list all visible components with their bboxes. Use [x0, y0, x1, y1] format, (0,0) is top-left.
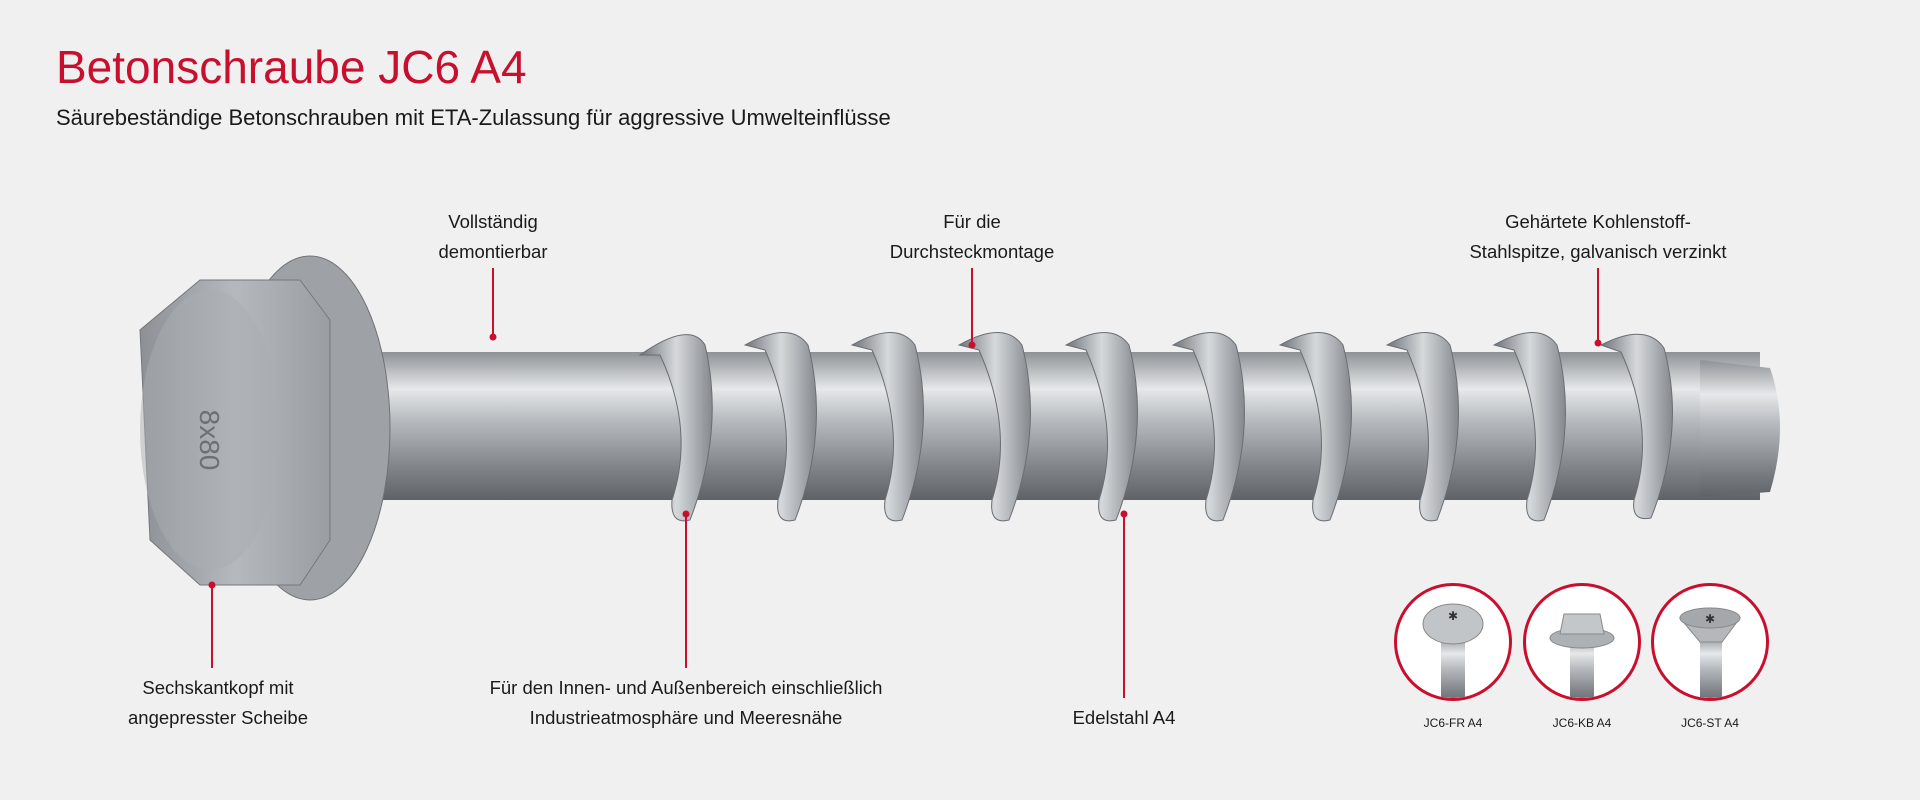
- variant-thumbnail-kb: [1523, 583, 1641, 701]
- callout-text: Gehärtete Kohlenstoff-: [1505, 211, 1691, 232]
- callout-dot: [1594, 339, 1602, 347]
- callout-line: [1597, 268, 1599, 344]
- callout-dot: [208, 581, 216, 589]
- variant-label: JC6-FR A4: [1423, 716, 1483, 730]
- callout-text: Für die: [943, 211, 1001, 232]
- callout-line: [971, 268, 973, 346]
- variant-thumbnail-fr: ✱: [1394, 583, 1512, 701]
- callout-text: Vollständig: [448, 211, 538, 232]
- callout-head: Sechskantkopf mit angepresster Scheibe: [128, 673, 308, 733]
- callout-removable: Vollständig demontierbar: [438, 207, 547, 267]
- page-title: Betonschraube JC6 A4: [56, 41, 527, 93]
- callout-text: Edelstahl A4: [1072, 707, 1176, 728]
- callout-line: [685, 514, 687, 668]
- callout-text: Durchsteckmontage: [889, 241, 1055, 262]
- svg-text:✱: ✱: [1448, 609, 1458, 623]
- callout-dot: [682, 510, 690, 518]
- screw-threads: [638, 332, 1673, 522]
- callout-line: [492, 268, 494, 338]
- callout-text: Stahlspitze, galvanisch verzinkt: [1469, 241, 1727, 262]
- svg-text:✱: ✱: [1705, 612, 1715, 626]
- callout-text: Sechskantkopf mit: [142, 677, 294, 698]
- callout-tip: Gehärtete Kohlenstoff- Stahlspitze, galv…: [1469, 207, 1726, 267]
- callout-dot: [489, 333, 497, 341]
- callout-text: demontierbar: [438, 241, 548, 262]
- callout-through-mounting: Für die Durchsteckmontage: [890, 207, 1055, 267]
- callout-line: [1123, 514, 1125, 698]
- callout-dot: [968, 341, 976, 349]
- callout-line: [211, 585, 213, 668]
- callout-text: angepresster Scheibe: [128, 707, 308, 728]
- callout-text: Für den Innen- und Außenbereich einschli…: [489, 677, 883, 698]
- page-subtitle: Säurebeständige Betonschrauben mit ETA-Z…: [56, 105, 891, 130]
- variant-label: JC6-ST A4: [1681, 716, 1739, 730]
- callout-text: Industrieatmosphäre und Meeresnähe: [529, 707, 843, 728]
- variant-label: JC6-KB A4: [1552, 716, 1612, 730]
- screw-tip: [1700, 360, 1780, 497]
- callout-material: Edelstahl A4: [1073, 703, 1176, 733]
- variant-thumbnail-st: ✱: [1651, 583, 1769, 701]
- callout-environment: Für den Innen- und Außenbereich einschli…: [490, 673, 883, 733]
- callout-dot: [1120, 510, 1128, 518]
- head-marking: 8x80: [194, 410, 225, 471]
